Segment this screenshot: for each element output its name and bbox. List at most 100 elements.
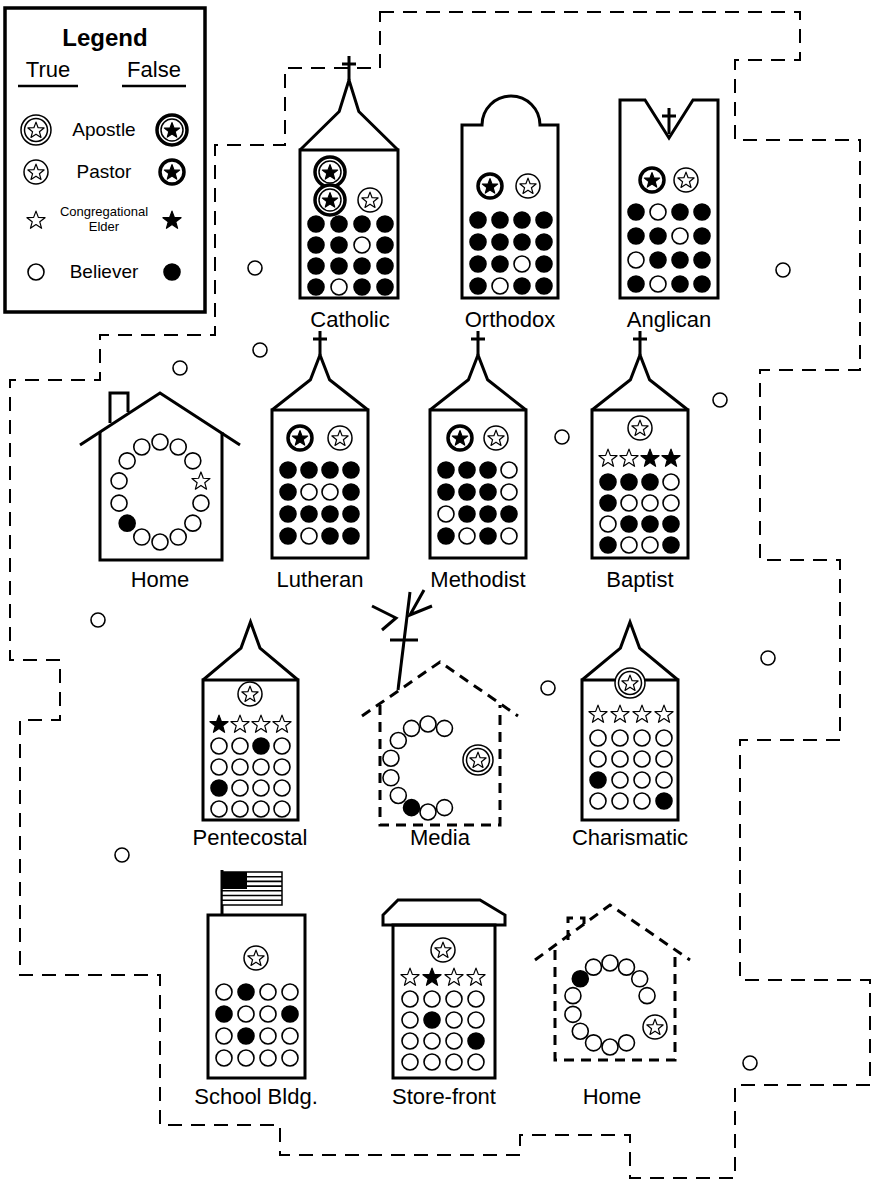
believer-false-symbol bbox=[600, 474, 616, 490]
building-label: Home bbox=[583, 1084, 642, 1110]
believer-true-symbol bbox=[621, 495, 637, 511]
believer-true-symbol bbox=[211, 738, 227, 754]
elder-true-symbol bbox=[273, 715, 291, 732]
building-outline bbox=[380, 705, 500, 825]
believer-false-symbol bbox=[501, 506, 517, 522]
believer-false-symbol bbox=[280, 484, 296, 500]
believer-true-symbol bbox=[468, 1012, 484, 1028]
believer-false-symbol bbox=[308, 258, 324, 274]
believer-true-symbol bbox=[282, 984, 298, 1000]
believer-true-symbol bbox=[28, 264, 44, 280]
believer-false-symbol bbox=[492, 234, 508, 250]
believer-true-symbol bbox=[468, 991, 484, 1007]
believer-false-symbol bbox=[377, 258, 393, 274]
believer-true-symbol bbox=[612, 730, 628, 746]
believer-false-symbol bbox=[480, 528, 496, 544]
believer-true-symbol bbox=[492, 278, 508, 294]
believer-false-symbol bbox=[459, 484, 475, 500]
building-outline bbox=[410, 590, 432, 615]
believer-true-symbol bbox=[420, 804, 436, 820]
believer-false-symbol bbox=[238, 984, 254, 1000]
believer-false-symbol bbox=[694, 204, 710, 220]
building-outline bbox=[272, 355, 368, 410]
pastor-true-symbol bbox=[358, 188, 382, 212]
believer-true-symbol bbox=[260, 1050, 276, 1066]
elder-false-symbol bbox=[210, 715, 228, 732]
believer-true-symbol bbox=[274, 801, 290, 817]
believer-false-symbol bbox=[628, 228, 644, 244]
believer-false-symbol bbox=[492, 256, 508, 272]
believer-false-symbol bbox=[322, 462, 338, 478]
believer-false-symbol bbox=[119, 515, 135, 531]
building-label: Media bbox=[410, 825, 470, 851]
believer-true-symbol bbox=[602, 955, 618, 971]
legend-label: Apostle bbox=[72, 119, 135, 141]
believer-false-symbol bbox=[459, 462, 475, 478]
believer-true-symbol bbox=[612, 793, 628, 809]
believer-false-symbol bbox=[459, 506, 475, 522]
elder-true-symbol bbox=[611, 705, 629, 722]
legend-label: Pastor bbox=[77, 161, 132, 183]
believer-true-symbol bbox=[590, 730, 606, 746]
believer-true-symbol bbox=[656, 772, 672, 788]
building-drawing bbox=[545, 615, 715, 854]
believer-false-symbol bbox=[628, 276, 644, 292]
believer-false-symbol bbox=[536, 234, 552, 250]
believer-true-symbol bbox=[322, 484, 338, 500]
believer-true-symbol bbox=[170, 439, 186, 455]
believer-true-symbol bbox=[663, 495, 679, 511]
believer-false-symbol bbox=[694, 228, 710, 244]
pastor-true-symbol bbox=[244, 946, 268, 970]
building-outline bbox=[535, 905, 690, 960]
elder-true-symbol bbox=[27, 211, 45, 228]
elder-true-symbol bbox=[655, 705, 673, 722]
believer-true-symbol bbox=[612, 751, 628, 767]
believer-false-symbol bbox=[343, 506, 359, 522]
believer-true-symbol bbox=[216, 1028, 232, 1044]
believer-true-symbol bbox=[424, 1033, 440, 1049]
believer-true-symbol bbox=[404, 720, 420, 736]
building-drawing bbox=[530, 900, 694, 1113]
believer-false-symbol bbox=[470, 278, 486, 294]
believer-true-symbol bbox=[424, 991, 440, 1007]
believer-true-symbol bbox=[436, 720, 452, 736]
building-outline bbox=[620, 100, 718, 298]
believer-true-symbol bbox=[438, 506, 454, 522]
building-outline bbox=[100, 432, 222, 560]
believer-true-symbol bbox=[424, 1054, 440, 1070]
building-drawing bbox=[165, 615, 335, 854]
building-outline bbox=[662, 108, 676, 134]
believer-false-symbol bbox=[536, 256, 552, 272]
believer-false-symbol bbox=[404, 800, 420, 816]
building-outline bbox=[471, 331, 485, 355]
believer-true-symbol bbox=[282, 1028, 298, 1044]
apostle-true-symbol bbox=[615, 668, 645, 698]
pastor-true-symbol bbox=[238, 682, 262, 706]
believer-true-symbol bbox=[260, 984, 276, 1000]
believer-false-symbol bbox=[621, 516, 637, 532]
building-drawing bbox=[364, 893, 524, 1113]
building-outline bbox=[300, 80, 398, 150]
believer-true-symbol bbox=[390, 787, 406, 803]
believer-true-symbol bbox=[152, 434, 168, 450]
building-outline bbox=[430, 410, 526, 558]
believer-true-symbol bbox=[650, 276, 666, 292]
legend-label: Congregational Elder bbox=[52, 205, 156, 235]
believer-true-symbol bbox=[402, 1033, 418, 1049]
believer-false-symbol bbox=[308, 279, 324, 295]
building-outline bbox=[592, 410, 688, 558]
believer-false-symbol bbox=[600, 495, 616, 511]
believer-false-symbol bbox=[480, 484, 496, 500]
believer-true-symbol bbox=[612, 772, 628, 788]
believer-false-symbol bbox=[514, 234, 530, 250]
believer-false-symbol bbox=[211, 780, 227, 796]
building-drawing bbox=[355, 585, 525, 854]
believer-true-symbol bbox=[119, 453, 135, 469]
believer-true-symbol bbox=[618, 959, 634, 975]
believer-false-symbol bbox=[253, 738, 269, 754]
believer-true-symbol bbox=[211, 759, 227, 775]
believer-true-symbol bbox=[514, 256, 530, 272]
believer-true-symbol bbox=[602, 1039, 618, 1055]
believer-true-symbol bbox=[134, 439, 150, 455]
believer-false-symbol bbox=[663, 537, 679, 553]
